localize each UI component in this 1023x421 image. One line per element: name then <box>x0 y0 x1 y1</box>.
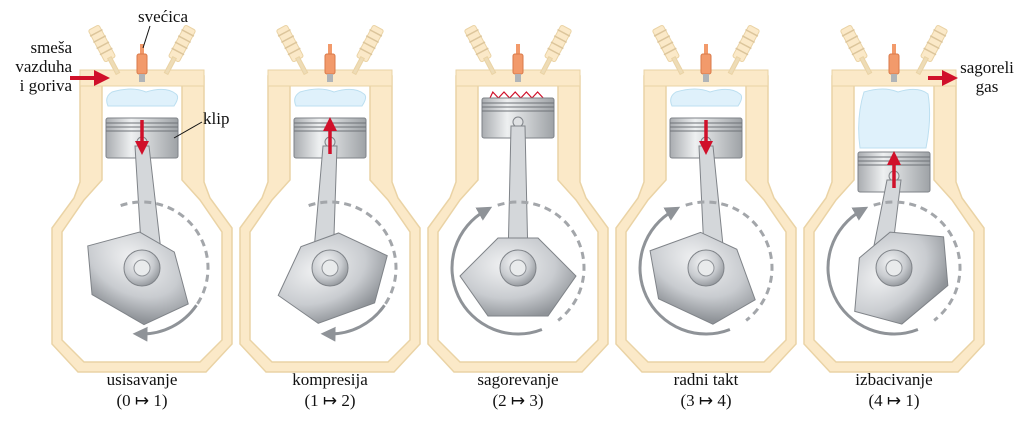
spark-plug-icon <box>328 44 332 54</box>
stage-2-name: kompresija <box>292 370 368 389</box>
spark-plug-icon <box>892 44 896 54</box>
rotation-arrow <box>320 304 386 342</box>
spark-plug-label: svećica <box>138 7 189 26</box>
valve-icon <box>276 25 309 76</box>
engine-stage-3 <box>427 25 609 373</box>
engine-stage-2 <box>239 25 421 373</box>
spark-plug-icon <box>516 44 520 54</box>
stage-3-name: sagorevanje <box>477 370 559 389</box>
stage-2-seq: (1 ↦ 2) <box>304 391 356 410</box>
spark-plug-tip <box>515 74 521 82</box>
stage-1-seq: (0 ↦ 1) <box>116 391 168 410</box>
stage-3-seq: (2 ↦ 3) <box>492 391 544 410</box>
spark-plug-tip <box>703 74 709 82</box>
gas-cloud <box>106 88 179 107</box>
valve-icon <box>652 25 685 76</box>
stage-5-seq: (4 ↦ 1) <box>868 391 920 410</box>
engine-stage-1 <box>51 25 233 373</box>
valve-icon <box>464 25 497 76</box>
valve-icon <box>727 25 760 76</box>
piston-label: klip <box>203 109 230 128</box>
stage-1-name: usisavanje <box>106 370 178 389</box>
gas-cloud <box>670 88 743 107</box>
rotation-arrow <box>450 206 543 336</box>
spark-plug-leader <box>142 25 151 49</box>
valve-icon <box>840 25 873 76</box>
gas-cloud <box>858 88 931 149</box>
exhaust-label-line-1: sagoreli <box>960 58 1014 77</box>
rotation-arrow <box>132 304 198 342</box>
spark-plug-icon <box>140 44 144 54</box>
spark-plug-tip <box>139 74 145 82</box>
rotation-path-dashed <box>685 200 774 322</box>
mixture-label-line-3: i goriva <box>19 76 72 95</box>
spark-plug-body <box>512 53 524 75</box>
gas-cloud <box>294 88 367 107</box>
mixture-label: smeša vazduha i goriva <box>2 38 72 95</box>
crank-axle <box>885 259 903 277</box>
mixture-label-line-2: vazduha <box>15 57 72 76</box>
combustion-spark <box>489 90 544 99</box>
valve-icon <box>915 25 948 76</box>
spark-plug-body <box>888 53 900 75</box>
rotation-path-dashed <box>873 200 962 322</box>
crank-axle <box>697 259 715 277</box>
spark-plug-body <box>324 53 336 75</box>
crank-axle <box>133 259 151 277</box>
crank-axle <box>509 259 527 277</box>
stage-4-seq: (3 ↦ 4) <box>680 391 732 410</box>
rotation-arrow <box>826 206 919 336</box>
spark-plug-body <box>700 53 712 75</box>
rotation-arrow <box>638 206 731 336</box>
stage-5-name: izbacivanje <box>855 370 933 389</box>
piston-leader <box>173 121 203 139</box>
rotation-path-dashed <box>497 200 586 322</box>
spark-plug-body <box>136 53 148 75</box>
valve-icon <box>163 25 196 76</box>
crank-axle <box>321 259 339 277</box>
spark-plug-tip <box>891 74 897 82</box>
valve-icon <box>351 25 384 76</box>
exhaust-label-line-2: gas <box>975 77 999 96</box>
engine-stage-4 <box>615 25 797 373</box>
stage-4-name: radni takt <box>673 370 739 389</box>
exhaust-label: sagoreli gas <box>952 58 1022 96</box>
valve-icon <box>539 25 572 76</box>
mixture-label-line-1: smeša <box>30 38 72 57</box>
spark-plug-tip <box>327 74 333 82</box>
spark-plug-icon <box>704 44 708 54</box>
valve-icon <box>88 25 121 76</box>
